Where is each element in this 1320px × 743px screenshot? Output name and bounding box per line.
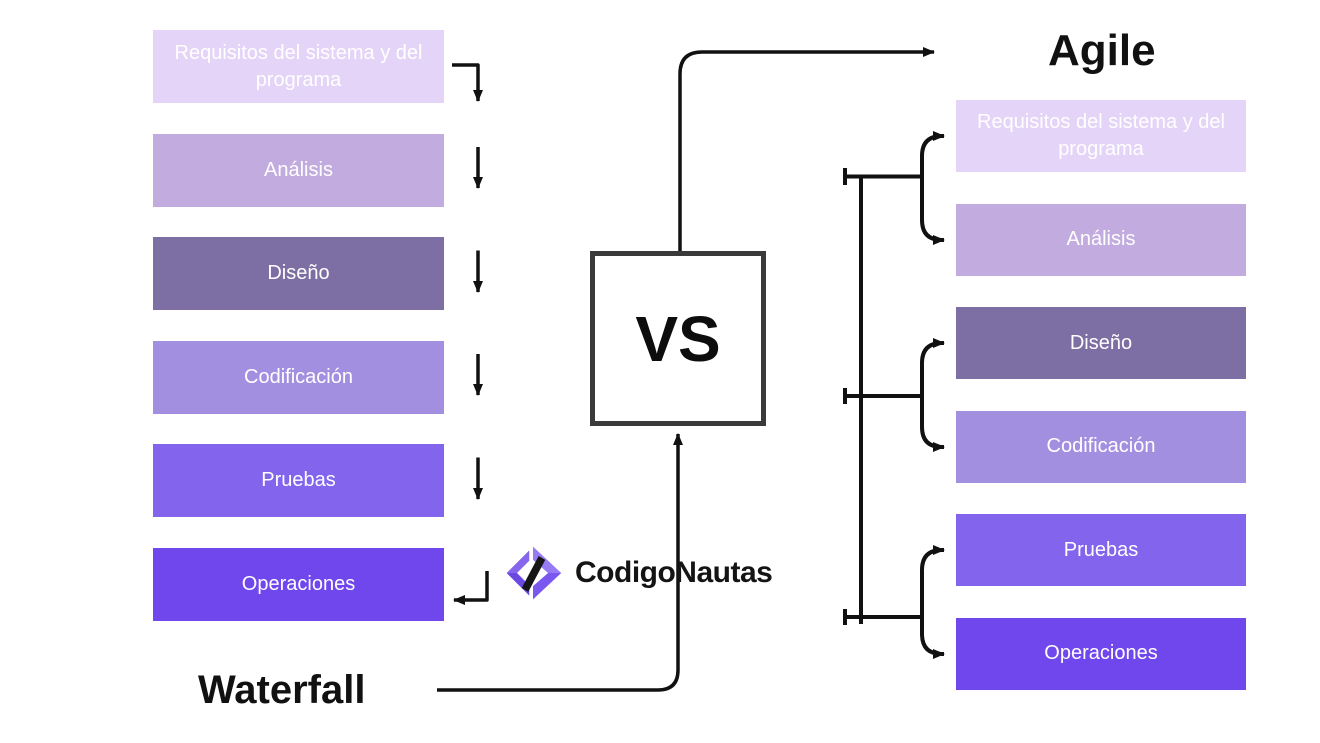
waterfall-stage-5: Pruebas [153,444,444,517]
stage-label: Pruebas [1063,538,1139,561]
waterfall-title: Waterfall [198,668,366,712]
agile-stage-3: Diseño [956,307,1246,380]
vs-to-agile-arrow [678,47,935,251]
logo-text: CodigoNautas [575,556,773,589]
agile-stage-2: Análisis [956,203,1246,276]
agile-stage-1: Requisitos del sistema y del programa [956,100,1246,172]
agile-fork-1-down [920,163,945,245]
agile-stage-5: Pruebas [956,514,1246,587]
agile-fork-2-down [920,382,945,452]
agile-fork-1-up [920,131,945,190]
waterfall-stage-4: Codificación [153,340,444,414]
stage-label: Diseño [267,262,330,284]
stage-label: Codificación [1046,435,1156,458]
flow-arrow-requisitos [452,63,483,102]
waterfall-stage-3: Diseño [153,237,444,310]
agile-stage-6: Operaciones [956,617,1246,690]
stage-label: Requisitos del sistema y del programa [174,41,423,91]
waterfall-stage-2: Análisis [153,133,444,207]
waterfall-stage-1: Requisitos del sistema y del programa [153,30,444,103]
stage-label: Análisis [264,158,333,181]
code-brackets-icon [506,546,562,600]
vs-box: VS [590,251,766,426]
flow-arrow-operaciones [453,571,489,605]
stage-label: Análisis [1066,228,1136,251]
vs-label: VS [635,302,721,375]
agile-fork-3-down [920,603,945,659]
stage-label: Operaciones [241,572,356,595]
agile-stage-4: Codificación [956,410,1246,483]
agile-title: Agile [1048,26,1156,75]
stage-label: Codificación [244,365,353,388]
codigonautas-logo: CodigoNautas [501,544,773,602]
agile-fork-2-up [920,338,945,410]
waterfall-stage-6: Operaciones [153,547,444,621]
stage-label: Operaciones [1044,642,1158,665]
stage-label: Pruebas [261,469,336,491]
agile-fork-3-up [920,545,945,631]
stage-label: Diseño [1069,331,1133,354]
stage-label: Requisitos del sistema y del programa [977,111,1225,160]
